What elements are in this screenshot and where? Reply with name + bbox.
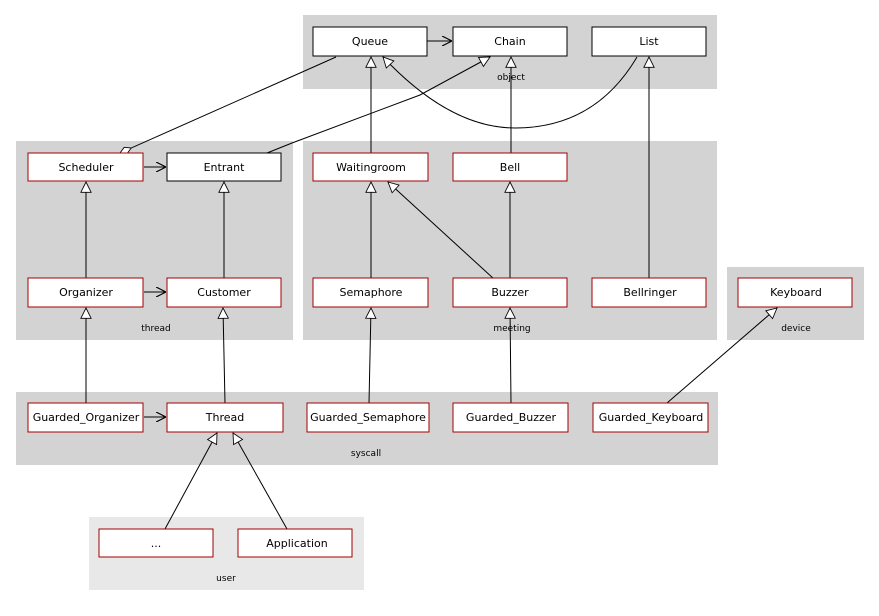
class-label: Chain [494, 35, 525, 48]
class-label: Application [266, 537, 327, 550]
class-queue[interactable]: Queue [312, 26, 428, 57]
class-label: Keyboard [770, 286, 822, 299]
class-label: Queue [352, 35, 388, 48]
generalization-application-thread [233, 433, 288, 530]
package-label-syscall: syscall [351, 449, 381, 459]
package-label-meeting: meeting [493, 324, 530, 334]
classes: Queue Chain List Scheduler Entrant Waiti… [27, 26, 853, 558]
class-list[interactable]: List [591, 26, 707, 57]
class-bellringer[interactable]: Bellringer [591, 277, 707, 308]
generalization-buzzer-waitingroom [388, 182, 495, 280]
class-chain[interactable]: Chain [452, 26, 568, 57]
class-guarded-buzzer[interactable]: Guarded_Buzzer [452, 402, 569, 433]
class-label: Scheduler [58, 161, 114, 174]
class-buzzer[interactable]: Buzzer [452, 277, 568, 308]
class-dots[interactable]: ... [98, 528, 214, 558]
class-label: Guarded_Keyboard [599, 411, 704, 424]
class-label: Thread [205, 411, 244, 424]
generalization-entrant-chain [266, 57, 490, 154]
class-label: Guarded_Organizer [33, 411, 140, 424]
class-label: ... [151, 537, 162, 550]
class-guarded-keyboard[interactable]: Guarded_Keyboard [592, 402, 709, 433]
class-semaphore[interactable]: Semaphore [312, 277, 429, 308]
class-application[interactable]: Application [237, 528, 353, 558]
relations [86, 41, 777, 530]
class-label: Buzzer [491, 286, 529, 299]
class-organizer[interactable]: Organizer [27, 277, 144, 308]
generalization-dots-thread [164, 433, 217, 530]
class-entrant[interactable]: Entrant [166, 152, 282, 182]
class-thread[interactable]: Thread [166, 402, 284, 433]
generalization-guarded-keyboard-keyboard [666, 308, 777, 404]
generalization-thread-customer [223, 308, 225, 404]
aggregation-queue-scheduler [119, 56, 337, 155]
class-scheduler[interactable]: Scheduler [27, 152, 144, 182]
generalization-list-queue [383, 57, 638, 129]
class-bell[interactable]: Bell [452, 152, 568, 182]
class-customer[interactable]: Customer [166, 277, 282, 308]
class-waitingroom[interactable]: Waitingroom [312, 152, 429, 182]
class-label: List [639, 35, 659, 48]
package-label-thread: thread [141, 324, 171, 334]
package-label-device: device [781, 324, 811, 334]
class-guarded-semaphore[interactable]: Guarded_Semaphore [306, 402, 430, 433]
generalization-guarded-buzzer-buzzer [510, 308, 511, 404]
class-keyboard[interactable]: Keyboard [737, 277, 853, 308]
class-label: Guarded_Buzzer [466, 411, 557, 424]
class-label: Entrant [204, 161, 245, 174]
class-label: Bellringer [623, 286, 677, 299]
package-label-user: user [216, 574, 236, 584]
class-guarded-organizer[interactable]: Guarded_Organizer [27, 402, 144, 433]
class-label: Bell [500, 161, 520, 174]
class-label: Customer [197, 286, 251, 299]
class-label: Organizer [59, 286, 113, 299]
generalization-guarded-semaphore-semaphore [369, 308, 371, 404]
class-label: Guarded_Semaphore [310, 411, 426, 424]
class-label: Waitingroom [336, 161, 406, 174]
class-label: Semaphore [340, 286, 403, 299]
